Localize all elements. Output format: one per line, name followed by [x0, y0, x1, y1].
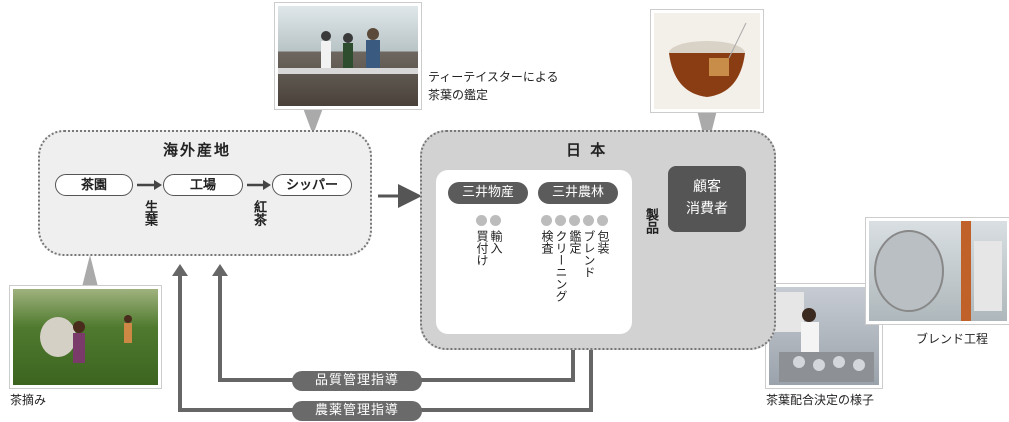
picking-callout [82, 255, 98, 287]
tea-picking-photo [10, 286, 161, 388]
task-dot [490, 215, 501, 226]
overseas-arrows [137, 180, 271, 190]
task-dot [555, 215, 566, 226]
task-cleaning: クリーニング [554, 230, 568, 302]
label-black-tea: 紅茶 [251, 200, 266, 226]
task-dot [583, 215, 594, 226]
tea-picking-caption: 茶摘み [10, 393, 47, 407]
agri-guidance-band: 農薬管理指導 [292, 401, 422, 421]
overseas-title: 海外産地 [163, 141, 232, 159]
task-dot [476, 215, 487, 226]
task-packaging: 包装 [596, 230, 610, 254]
task-dot [597, 215, 608, 226]
task-dot [569, 215, 580, 226]
customer-box: 顧客 消費者 [668, 166, 746, 232]
task-blend: ブレンド [582, 230, 596, 278]
tea-tasters-caption: ティーテイスターによる 茶葉の鑑定 [428, 70, 559, 102]
label-product: 製品 [643, 208, 658, 234]
task-purchase: 買付け [475, 230, 489, 266]
task-appraisal: 鑑定 [568, 230, 582, 254]
blend-process-caption: ブレンド工程 [916, 332, 989, 346]
blend-decision-photo [766, 284, 882, 388]
task-import: 輸入 [489, 230, 503, 254]
node-shipper: シッパー [272, 174, 352, 196]
blend-decision-caption: 茶葉配合決定の様子 [766, 393, 875, 407]
task-dot [541, 215, 552, 226]
node-tea-garden: 茶園 [55, 174, 133, 196]
blend-process-photo [866, 218, 1009, 324]
company-mitsui-norin: 三井農林 [538, 182, 618, 204]
label-raw-leaf: 生葉 [142, 200, 157, 226]
tasters-callout [303, 108, 323, 135]
consumer-label: 消費者 [686, 201, 728, 217]
company-mitsui-bussan: 三井物産 [448, 182, 528, 204]
tea-tasters-photo [275, 3, 421, 109]
quality-guidance-band: 品質管理指導 [292, 371, 422, 391]
task-inspection: 検査 [540, 230, 554, 254]
customer-label: 顧客 [693, 179, 721, 195]
node-factory: 工場 [163, 174, 243, 196]
tea-cup-photo [651, 10, 763, 112]
japan-title: 日 本 [566, 141, 608, 159]
